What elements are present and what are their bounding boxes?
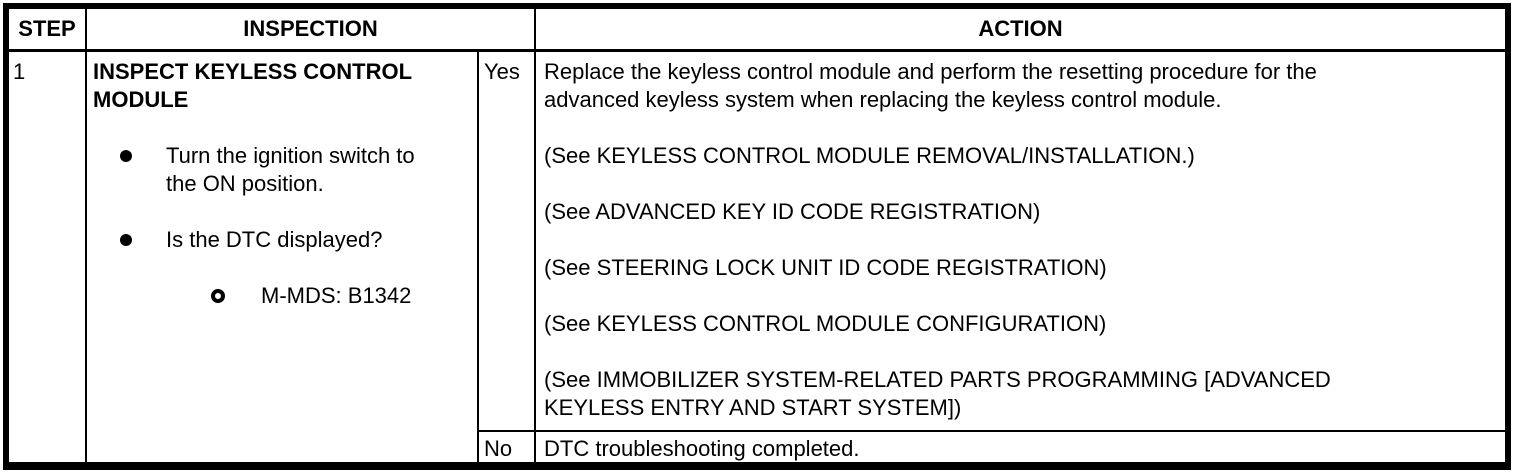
- bullet-icon: [120, 234, 132, 246]
- column-header-action: ACTION: [978, 16, 1063, 41]
- table-header-row: STEP INSPECTION ACTION: [9, 9, 1505, 52]
- column-header-inspection: INSPECTION: [87, 9, 536, 49]
- answer-yes-cell: Yes: [479, 52, 536, 432]
- bullet-text: Turn the ignition switch to the ON posit…: [166, 143, 415, 196]
- bullet-icon: [120, 150, 132, 162]
- action-paragraph: (See IMMOBILIZER SYSTEM-RELATED PARTS PR…: [544, 367, 1331, 420]
- troubleshooting-table: STEP INSPECTION ACTION 1 INSPECT KEYLESS…: [3, 3, 1511, 470]
- sub-list-item: M-MDS: B1342: [211, 282, 469, 310]
- list-item: Turn the ignition switch to the ON posit…: [120, 142, 469, 198]
- action-yes-cell: Replace the keyless control module and p…: [536, 52, 1505, 432]
- sub-bullet-text: M-MDS: B1342: [261, 283, 412, 308]
- action-paragraph: DTC troubleshooting completed.: [544, 436, 860, 461]
- action-paragraph: (See KEYLESS CONTROL MODULE CONFIGURATIO…: [544, 311, 1107, 336]
- action-paragraph: Replace the keyless control module and p…: [544, 59, 1317, 112]
- column-header-step: STEP: [9, 9, 87, 49]
- circle-bullet-icon: [211, 289, 225, 303]
- inspection-cell: INSPECT KEYLESS CONTROL MODULE Turn the …: [87, 52, 479, 463]
- answer-no-cell: No: [479, 432, 536, 463]
- action-no-cell: DTC troubleshooting completed.: [536, 432, 1505, 463]
- step-number-cell: 1: [9, 52, 87, 463]
- inspection-title: INSPECT KEYLESS CONTROL MODULE: [93, 59, 413, 112]
- bullet-text: Is the DTC displayed?: [166, 227, 383, 252]
- action-paragraph: (See KEYLESS CONTROL MODULE REMOVAL/INST…: [544, 143, 1195, 168]
- action-paragraph: (See STEERING LOCK UNIT ID CODE REGISTRA…: [544, 255, 1107, 280]
- action-paragraph: (See ADVANCED KEY ID CODE REGISTRATION): [544, 199, 1041, 224]
- list-item: Is the DTC displayed?: [120, 226, 469, 254]
- table-body: 1 INSPECT KEYLESS CONTROL MODULE Turn th…: [9, 52, 1505, 463]
